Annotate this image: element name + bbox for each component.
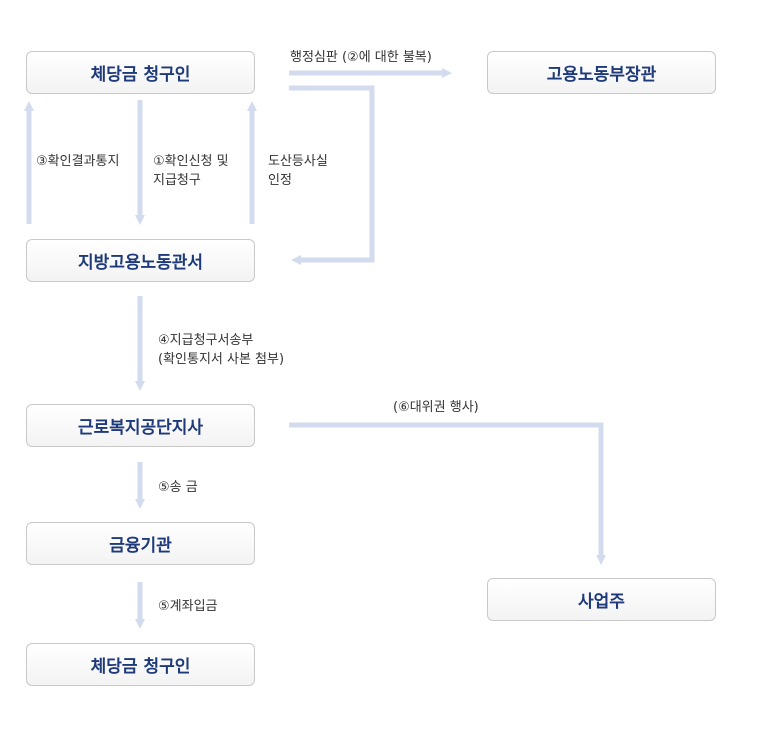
label-bankrupt: 도산등사실 인정	[268, 152, 328, 190]
box-minister: 고용노동부장관	[487, 51, 716, 94]
box-claimant-top: 체당금 청구인	[26, 51, 255, 94]
label-deposit: ⑤계좌입금	[158, 599, 218, 614]
label-confirm-notice: ③확인결과통지	[36, 154, 120, 169]
label-apply: ①확인신청 및 지급청구	[153, 152, 229, 190]
label-bankrupt-line2: 인정	[268, 173, 292, 188]
label-request-line2: (확인통지서 사본 첨부)	[158, 352, 285, 367]
arrow-appeal-return	[289, 85, 375, 265]
box-regional-office: 지방고용노동관서	[26, 239, 255, 282]
label-remit: ⑤송 금	[158, 480, 198, 495]
box-claimant-bottom: 체당금 청구인	[26, 643, 255, 686]
box-welfare-corp: 근로복지공단지사	[26, 404, 255, 447]
label-subrogation: (⑥대위권 행사)	[393, 400, 479, 415]
label-appeal: 행정심판 (②에 대한 불복)	[290, 50, 432, 65]
label-request-line1: ④지급청구서송부	[158, 333, 254, 348]
label-apply-line1: ①확인신청 및	[153, 154, 229, 169]
box-employer: 사업주	[487, 578, 716, 621]
label-apply-line2: 지급청구	[153, 173, 201, 188]
label-request: ④지급청구서송부 (확인통지서 사본 첨부)	[158, 331, 284, 369]
box-financial-inst: 금융기관	[26, 522, 255, 565]
arrow-subrogation	[289, 422, 606, 565]
label-bankrupt-line1: 도산등사실	[268, 154, 328, 169]
